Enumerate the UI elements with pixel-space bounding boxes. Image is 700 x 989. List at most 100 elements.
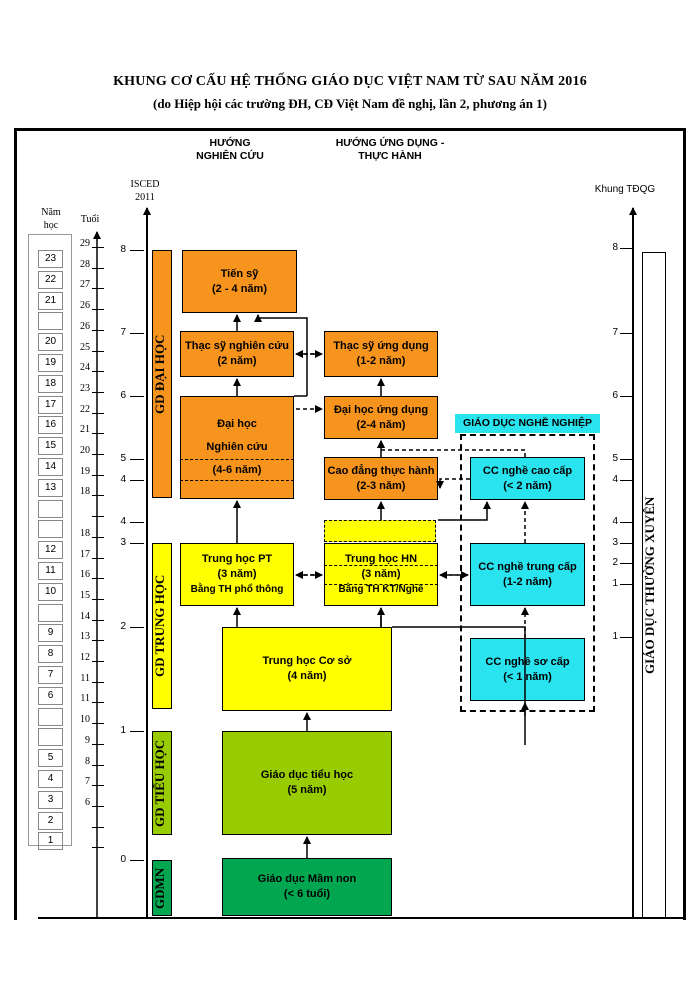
age-tick — [92, 454, 104, 455]
school-year-cell — [38, 312, 63, 331]
box-lower-secondary[interactable]: Trung học Cơ sở(4 năm) — [222, 627, 392, 711]
age-label: 29 — [80, 238, 90, 249]
age-label: 19 — [80, 465, 90, 477]
isced-tick — [130, 333, 144, 334]
age-tick — [92, 702, 104, 704]
box-university-applied[interactable]: Đại học ứng dụng(2-4 năm) — [324, 396, 438, 439]
age-label: 24 — [80, 362, 90, 374]
school-year-cell: 7 — [38, 666, 63, 684]
box-masters-applied[interactable]: Thạc sỹ ứng dụng(1-2 năm) — [324, 331, 438, 377]
nqf-level-label: 4 — [612, 474, 618, 485]
age-tick — [92, 681, 104, 683]
nqf-tick — [620, 543, 633, 544]
box-masters-research[interactable]: Thạc sỹ nghiên cứu(2 năm) — [180, 331, 294, 377]
age-tick — [92, 578, 104, 580]
isced-level-label: 3 — [120, 537, 126, 548]
nqf-tick — [620, 333, 633, 334]
age-tick — [92, 371, 104, 373]
age-tick — [92, 247, 104, 248]
box-high-school[interactable]: Trung học PT(3 năm)Bằng TH phổ thông — [180, 543, 294, 606]
school-year-cell: 9 — [38, 624, 63, 643]
age-label: 26 — [80, 300, 90, 312]
isced-level-label: 4 — [120, 516, 126, 527]
age-label: 28 — [80, 258, 90, 270]
school-year-cell: 5 — [38, 749, 63, 768]
school-year-cell — [38, 707, 63, 726]
age-tick — [92, 847, 104, 849]
nqf-tick — [620, 480, 633, 481]
age-tick — [92, 619, 104, 621]
divider-hv-2 — [324, 584, 438, 585]
box-primary[interactable]: Giáo dục tiểu học(5 năm) — [222, 731, 392, 835]
age-tick — [92, 495, 104, 497]
age-label: 27 — [80, 279, 90, 291]
age-label: 16 — [80, 569, 90, 581]
bar-secondary — [152, 543, 172, 709]
box-high-vocational-extension — [324, 520, 436, 542]
age-tick — [92, 267, 104, 269]
age-label: 18 — [80, 527, 90, 539]
box-high-vocational[interactable]: Trung học HN(3 năm)Bằng TH KT/Nghề — [324, 543, 438, 606]
school-year-cell: 22 — [38, 270, 63, 289]
box-preschool[interactable]: Giáo dục Mầm non(< 6 tuổi) — [222, 858, 392, 916]
age-tick — [92, 557, 104, 559]
age-label: 9 — [85, 734, 90, 746]
bar-university — [152, 250, 172, 498]
school-year-cell: 14 — [38, 458, 63, 476]
box-cc-elementary[interactable]: CC nghề sơ cấp(< 1 năm) — [470, 638, 585, 701]
age-tick — [92, 805, 104, 807]
school-year-cell — [38, 603, 63, 622]
age-label: 11 — [80, 672, 90, 684]
age-label: 13 — [80, 631, 90, 643]
nqf-tick — [620, 522, 633, 523]
isced-level-label: 2 — [120, 621, 126, 632]
nqf-level-label: 6 — [612, 390, 618, 401]
isced-level-label: 6 — [120, 390, 126, 401]
age-tick — [92, 640, 104, 642]
age-label: 7 — [85, 776, 90, 788]
nqf-tick — [620, 248, 633, 249]
age-tick — [92, 329, 104, 331]
isced-level-label: 4 — [120, 474, 126, 485]
school-year-cell: 15 — [38, 437, 63, 456]
nqf-tick — [620, 637, 633, 638]
school-year-cell — [38, 520, 63, 539]
age-tick — [92, 433, 104, 435]
age-tick — [92, 764, 104, 766]
box-cc-intermediate[interactable]: CC nghề trung cấp(1-2 năm) — [470, 543, 585, 606]
school-year-cell: 16 — [38, 416, 63, 435]
age-tick — [92, 723, 104, 725]
box-cc-advanced[interactable]: CC nghề cao cấp(< 2 năm) — [470, 457, 585, 500]
age-tick — [92, 743, 104, 745]
school-year-cell: 1 — [38, 832, 63, 851]
nqf-level-label: 7 — [612, 327, 618, 338]
school-year-cell: 10 — [38, 582, 63, 601]
age-tick — [92, 474, 104, 476]
school-year-cell: 21 — [38, 291, 63, 310]
divider-level4 — [180, 480, 294, 481]
diagram-frame — [14, 128, 686, 920]
nqf-level-label: 8 — [612, 242, 618, 253]
nqf-level-label: 2 — [612, 557, 618, 568]
nqf-tick — [620, 563, 633, 564]
box-phd[interactable]: Tiến sỹ(2 - 4 năm) — [182, 250, 297, 313]
header-age: Tuổi — [80, 214, 100, 225]
age-label: 25 — [80, 341, 90, 353]
age-label: 23 — [80, 382, 90, 394]
isced-tick — [130, 731, 144, 732]
header-nqf: Khung TĐQG — [594, 184, 656, 195]
age-label: 11 — [80, 693, 90, 705]
age-label: 22 — [80, 403, 90, 415]
nqf-tick — [620, 584, 633, 585]
isced-tick — [130, 396, 144, 397]
page-title: KHUNG CƠ CẤU HỆ THỐNG GIÁO DỤC VIỆT NAM … — [113, 74, 587, 89]
nqf-tick — [620, 459, 633, 460]
isced-level-label: 5 — [120, 453, 126, 464]
isced-level-label: 1 — [120, 725, 126, 736]
box-college[interactable]: Cao đẳng thực hành(2-3 năm) — [324, 457, 438, 500]
header-applied: HƯỚNG ỨNG DỤNG -THỰC HÀNH — [335, 137, 445, 162]
age-tick — [92, 536, 104, 538]
